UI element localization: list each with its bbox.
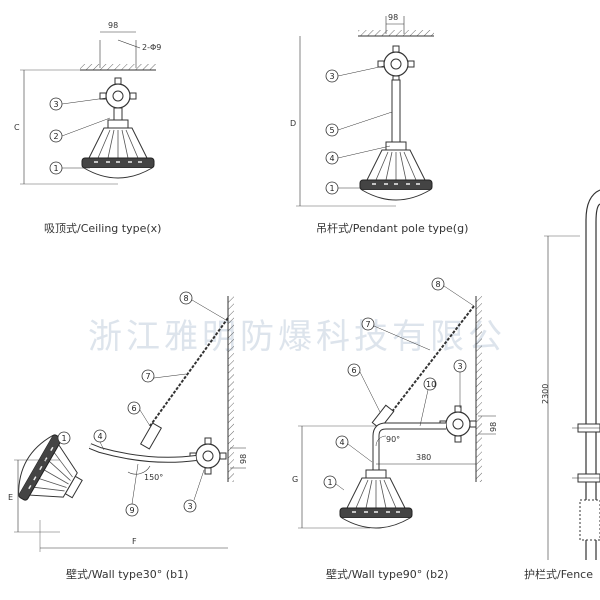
wall90-lamp bbox=[339, 469, 413, 529]
pendant-callout-4: 4 bbox=[330, 154, 335, 163]
wall30-type-diagram: 150° 98 E F 8 7 6 1 4 3 9 壁式/Wall type30… bbox=[8, 291, 248, 581]
wall30-callout-9: 9 bbox=[130, 506, 135, 515]
wall30-lamp bbox=[8, 428, 96, 521]
wall30-callout-7: 7 bbox=[146, 372, 151, 381]
wall30-callout-8: 8 bbox=[184, 294, 189, 303]
wall90-type-diagram: 90° 380 98 G 8 7 6 10 3 4 1 壁式/Wall type… bbox=[292, 277, 498, 581]
ceiling-hatch bbox=[80, 64, 156, 70]
wall90-callout-4: 4 bbox=[340, 438, 345, 447]
pendant-pole bbox=[391, 79, 401, 147]
wall90-callout-3: 3 bbox=[458, 362, 463, 371]
ceiling-width-dim: 98 bbox=[108, 21, 118, 30]
watermark-text: 浙江雅明防爆科技有限公 bbox=[88, 317, 506, 357]
pendant-width-dim: 98 bbox=[388, 13, 398, 22]
ceiling-holes-dim: 2-Φ9 bbox=[142, 43, 161, 52]
wall30-width-dim: F bbox=[132, 537, 137, 546]
wall30-callout-3: 3 bbox=[188, 502, 193, 511]
wall30-height-dim: E bbox=[8, 493, 13, 502]
wall30-offset-dim: 98 bbox=[239, 454, 248, 464]
wall90-caption: 壁式/Wall type90° (b2) bbox=[326, 567, 448, 581]
ceiling-height-dim: C bbox=[14, 123, 20, 132]
wall30-callout-4: 4 bbox=[98, 432, 103, 441]
fence-height-dim: 2300 bbox=[541, 384, 550, 404]
wall90-height-dim: G bbox=[292, 475, 298, 484]
wall30-callout-6: 6 bbox=[132, 404, 137, 413]
ceiling-caption: 吸顶式/Ceiling type(x) bbox=[44, 222, 161, 235]
fence-pole-inner bbox=[595, 203, 600, 560]
wall30-callout-1: 1 bbox=[62, 434, 67, 443]
fence-caption: 护栏式/Fence bbox=[524, 567, 593, 581]
ceiling-callout-1: 1 bbox=[54, 164, 59, 173]
wall30-turnbuckle bbox=[139, 422, 163, 450]
wall90-callout-6: 6 bbox=[352, 366, 357, 375]
wall90-arm bbox=[372, 422, 446, 470]
pendant-lamp bbox=[359, 141, 433, 201]
wall90-callout-1: 1 bbox=[328, 478, 333, 487]
pendant-caption: 吊杆式/Pendant pole type(g) bbox=[316, 221, 468, 235]
wall90-offset-dim: 98 bbox=[489, 422, 498, 432]
pendant-callout-5: 5 bbox=[330, 126, 335, 135]
fence-pole-outer bbox=[585, 189, 600, 560]
ceiling-callout-2: 2 bbox=[54, 132, 59, 141]
wall30-caption: 壁式/Wall type30° (b1) bbox=[66, 567, 188, 581]
ceiling-lamp bbox=[81, 119, 155, 179]
fence-type-diagram: 2300 护栏式/Fence bbox=[524, 189, 600, 581]
wall90-callout-10: 10 bbox=[426, 380, 436, 389]
wall90-arm-dim: 380 bbox=[416, 453, 431, 462]
wall30-angle-dim: 150° bbox=[144, 473, 163, 482]
ceiling-callout-3: 3 bbox=[54, 100, 59, 109]
pendant-height-dim: D bbox=[290, 119, 296, 128]
wall90-callout-7: 7 bbox=[366, 320, 371, 329]
wall90-chain bbox=[383, 305, 475, 423]
pendant-callout-1: 1 bbox=[330, 184, 335, 193]
pendant-callout-3: 3 bbox=[330, 72, 335, 81]
pendant-junction-box bbox=[377, 45, 415, 83]
wall90-angle-dim: 90° bbox=[386, 435, 400, 444]
pendant-type-diagram: 98 D 3 5 4 1 吊杆式/Pendant pole type(g) bbox=[290, 13, 468, 235]
wall90-callout-8: 8 bbox=[436, 280, 441, 289]
ceiling-type-diagram: 98 2-Φ9 C 3 2 1 吸顶式/Ceiling type(x) bbox=[14, 21, 161, 235]
